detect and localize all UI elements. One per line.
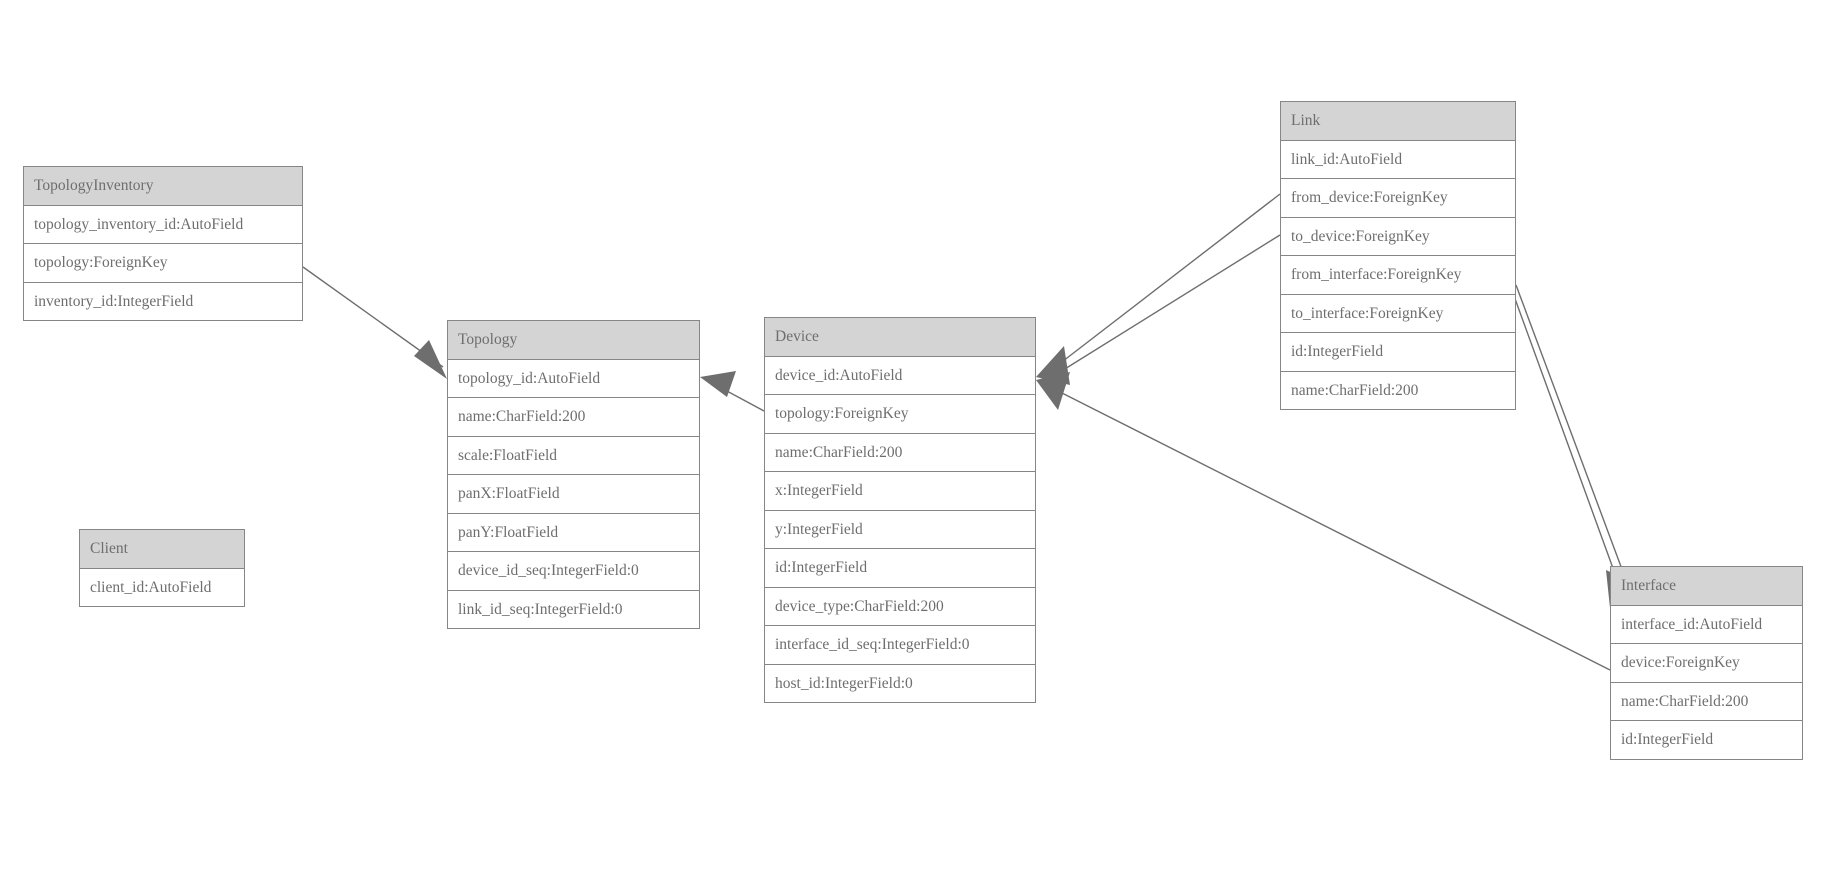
field-row[interactable]: to_interface:ForeignKey <box>1281 293 1515 332</box>
field-row[interactable]: interface_id_seq:IntegerField:0 <box>765 625 1035 664</box>
field-row[interactable]: inventory_id:IntegerField <box>24 281 302 320</box>
field-row[interactable]: y:IntegerField <box>765 509 1035 548</box>
field-row[interactable]: device_id:AutoField <box>765 356 1035 394</box>
field-row[interactable]: panY:FloatField <box>448 512 699 551</box>
field-row[interactable]: name:CharField:200 <box>1611 681 1802 720</box>
field-row[interactable]: interface_id:AutoField <box>1611 605 1802 643</box>
entity-interface[interactable]: Interface interface_id:AutoField device:… <box>1610 566 1803 760</box>
field-row[interactable]: id:IntegerField <box>765 548 1035 587</box>
field-row[interactable]: name:CharField:200 <box>1281 370 1515 409</box>
edge-link-from-device-to-device <box>1036 193 1281 385</box>
entity-fields-link: link_id:AutoField from_device:ForeignKey… <box>1281 140 1515 409</box>
entity-fields-device: device_id:AutoField topology:ForeignKey … <box>765 356 1035 702</box>
entity-fields-topology: topology_id:AutoField name:CharField:200… <box>448 359 699 628</box>
field-row[interactable]: name:CharField:200 <box>765 432 1035 471</box>
entity-title-topology: Topology <box>448 321 699 360</box>
field-row[interactable]: name:CharField:200 <box>448 397 699 436</box>
entity-device[interactable]: Device device_id:AutoField topology:Fore… <box>764 317 1036 703</box>
field-row[interactable]: topology:ForeignKey <box>24 243 302 282</box>
edge-link-to-interface-to-interface <box>1509 284 1619 583</box>
edge-interface-to-device <box>1036 372 1611 671</box>
entity-link[interactable]: Link link_id:AutoField from_device:Forei… <box>1280 101 1516 410</box>
field-row[interactable]: link_id_seq:IntegerField:0 <box>448 589 699 628</box>
field-row[interactable]: scale:FloatField <box>448 435 699 474</box>
edge-link-from-interface-to-interface <box>1515 284 1636 608</box>
field-row[interactable]: id:IntegerField <box>1611 720 1802 759</box>
field-row[interactable]: client_id:AutoField <box>80 568 244 606</box>
entity-fields-client: client_id:AutoField <box>80 568 244 606</box>
entity-title-link: Link <box>1281 102 1515 141</box>
entity-client[interactable]: Client client_id:AutoField <box>79 529 245 607</box>
entity-title-interface: Interface <box>1611 567 1802 606</box>
field-row[interactable]: from_interface:ForeignKey <box>1281 255 1515 294</box>
field-row[interactable]: device_id_seq:IntegerField:0 <box>448 551 699 590</box>
edge-device-to-topology <box>700 371 765 412</box>
field-row[interactable]: device:ForeignKey <box>1611 643 1802 682</box>
field-row[interactable]: device_type:CharField:200 <box>765 586 1035 625</box>
entity-fields-interface: interface_id:AutoField device:ForeignKey… <box>1611 605 1802 759</box>
entity-title-client: Client <box>80 530 244 569</box>
field-row[interactable]: topology_inventory_id:AutoField <box>24 205 302 243</box>
entity-topology[interactable]: Topology topology_id:AutoField name:Char… <box>447 320 700 629</box>
field-row[interactable]: id:IntegerField <box>1281 332 1515 371</box>
edge-topologyinventory-to-topology <box>302 266 447 379</box>
field-row[interactable]: topology:ForeignKey <box>765 394 1035 433</box>
edge-link-to-device-to-device <box>1059 234 1281 373</box>
entity-fields-topology-inventory: topology_inventory_id:AutoField topology… <box>24 205 302 320</box>
entity-title-topology-inventory: TopologyInventory <box>24 167 302 206</box>
field-row[interactable]: panX:FloatField <box>448 474 699 513</box>
entity-topology-inventory[interactable]: TopologyInventory topology_inventory_id:… <box>23 166 303 321</box>
field-row[interactable]: host_id:IntegerField:0 <box>765 663 1035 702</box>
field-row[interactable]: x:IntegerField <box>765 471 1035 510</box>
entity-title-device: Device <box>765 318 1035 357</box>
field-row[interactable]: link_id:AutoField <box>1281 140 1515 178</box>
field-row[interactable]: to_device:ForeignKey <box>1281 216 1515 255</box>
field-row[interactable]: from_device:ForeignKey <box>1281 178 1515 217</box>
field-row[interactable]: topology_id:AutoField <box>448 359 699 397</box>
